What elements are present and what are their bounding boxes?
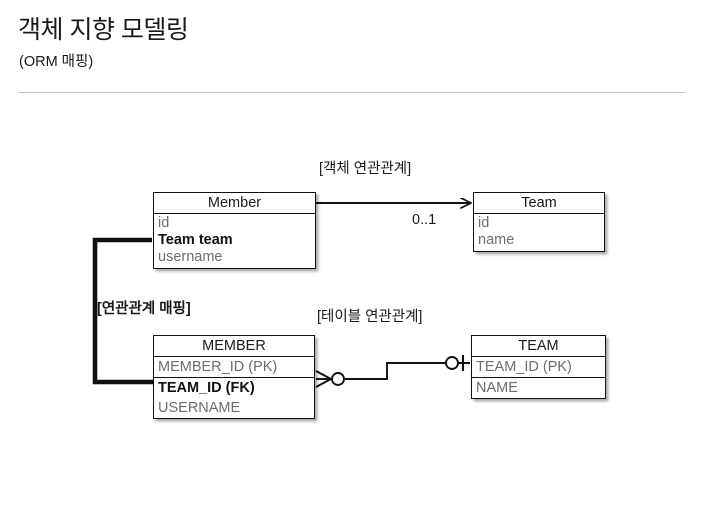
entity-attribute: username <box>158 249 223 265</box>
connector-member-table-to-team-table <box>315 355 470 388</box>
label-table-association: [테이블 연관관계] <box>317 309 423 325</box>
entity-attributes-member: id Team team username <box>154 214 315 268</box>
table-box-member[interactable]: MEMBER MEMBER_ID (PK) TEAM_ID (FK) USERN… <box>153 335 315 419</box>
entity-attributes-team: id name <box>474 214 604 251</box>
entity-box-member[interactable]: Member id Team team username <box>153 192 316 269</box>
entity-attribute-team-team: Team team <box>158 232 233 248</box>
table-column-member-id: MEMBER_ID (PK) <box>154 357 314 378</box>
entity-title-team: Team <box>474 193 604 214</box>
table-columns-team: TEAM_ID (PK) NAME <box>472 357 605 398</box>
entity-attribute: id <box>478 215 490 231</box>
table-column-name: NAME <box>476 380 518 396</box>
entity-attribute: name <box>478 232 515 248</box>
page-subtitle: (ORM 매핑) <box>19 54 94 70</box>
table-column-team-id-pk: TEAM_ID (PK) <box>472 357 605 378</box>
table-title-member: MEMBER <box>154 336 314 357</box>
header-divider <box>18 92 685 93</box>
table-box-team[interactable]: TEAM TEAM_ID (PK) NAME <box>471 335 606 399</box>
entity-title-member: Member <box>154 193 315 214</box>
label-object-association: [객체 연관관계] <box>319 161 412 177</box>
table-column-username: USERNAME <box>158 400 241 416</box>
crows-foot-one-symbol <box>445 355 465 371</box>
entity-attribute: id <box>158 215 170 231</box>
label-multiplicity: 0..1 <box>412 212 437 228</box>
label-relationship-mapping: [연관관계 매핑] <box>97 301 191 317</box>
table-columns-member: MEMBER_ID (PK) TEAM_ID (FK) USERNAME <box>154 357 314 418</box>
page-title: 객체 지향 모델링 <box>18 16 189 44</box>
table-title-team: TEAM <box>472 336 605 357</box>
table-column-team-id-fk: TEAM_ID (FK) <box>158 380 255 396</box>
crows-foot-many-symbol <box>315 370 345 388</box>
entity-box-team[interactable]: Team id name <box>473 192 605 252</box>
